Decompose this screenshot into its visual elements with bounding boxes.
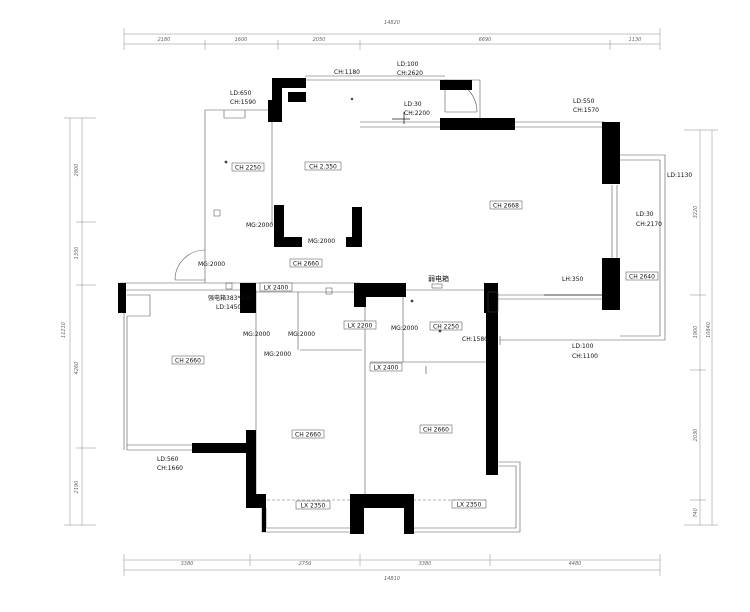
- ceiling-light-icon: [438, 329, 442, 333]
- label-lh350: LH:350: [562, 276, 584, 283]
- top-dim-3: 2050: [313, 37, 326, 43]
- tag-lx2400-a: LX 2400: [264, 285, 289, 292]
- bottom-dim-3: 3380: [419, 561, 432, 567]
- annotations: LD:100 CH:2620 CH:1180 LD:650 CH:1590 LD…: [157, 61, 692, 472]
- tag-lx2350-a: LX 2350: [301, 503, 326, 510]
- top-dim-4: 6690: [479, 37, 492, 43]
- right-dim-3: 2030: [693, 429, 699, 442]
- left-dim-3: 4260: [74, 362, 80, 375]
- bottom-dimension-chain: 3380 2750 3380 4480 14810: [123, 554, 661, 582]
- label-ld550: LD:550: [573, 98, 595, 105]
- label-mg-6: MG:2000: [264, 351, 291, 358]
- tag-ch2668: CH 2668: [493, 203, 519, 210]
- tag-ch2660-center-bedroom: CH 2660: [295, 432, 321, 439]
- label-mg-5: MG:2000: [288, 331, 315, 338]
- top-dim-1: 2180: [158, 37, 171, 43]
- ceiling-light-icon: [410, 299, 414, 303]
- fixture-symbols: [213, 97, 499, 374]
- column-icon: [487, 291, 499, 313]
- label-ld1450: LD:1450: [216, 304, 241, 311]
- right-dim-4: 740: [693, 508, 699, 518]
- label-ch1580: CH:1580: [462, 336, 488, 343]
- right-dimension-chain: 3220 1900 2030 740 10840: [684, 129, 718, 526]
- label-ch2620: CH:2620: [397, 70, 423, 77]
- ceiling-light-icon: [350, 97, 354, 101]
- label-ld1130: LD:1130: [667, 172, 692, 179]
- label-mg-1: MG:2000: [246, 222, 273, 229]
- tag-lx2400-b: LX 2400: [374, 365, 399, 372]
- bottom-dim-1: 3380: [181, 561, 194, 567]
- label-ld30-b: LD:30: [636, 211, 654, 218]
- label-ch1570: CH:1570: [573, 107, 599, 114]
- bottom-total-dim: 14810: [384, 576, 400, 582]
- tag-ch2350: CH 2.350: [309, 164, 337, 171]
- label-ch2200: CH:2200: [404, 110, 430, 117]
- tag-ch2250-b: CH 2250: [433, 324, 459, 331]
- weak-box-icon: [431, 283, 443, 289]
- top-dimension-chain: 14820 2180 1600 2050 6690 1130: [123, 20, 661, 50]
- label-ch1180: CH:1180: [334, 69, 360, 76]
- label-ch1100: CH:1100: [572, 353, 598, 360]
- left-total-dim: 11210: [61, 322, 67, 338]
- top-dim-2: 1600: [235, 37, 248, 43]
- label-ch1660: CH:1660: [157, 465, 183, 472]
- right-dim-1: 3220: [693, 206, 699, 219]
- right-dim-2: 1900: [693, 326, 699, 339]
- tag-ch2250-a: CH 2250: [235, 165, 261, 172]
- ceiling-tags: CH 2250 CH 2.350 CH 2668 CH 2660 CH 2640…: [171, 161, 659, 510]
- top-dim-5: 1130: [629, 37, 642, 43]
- label-ld30-a: LD:30: [404, 101, 422, 108]
- ceiling-light-icon: [224, 160, 228, 164]
- tag-ch2660-left-bedroom: CH 2660: [175, 358, 201, 365]
- label-mg-4: MG:2000: [243, 331, 270, 338]
- left-dim-1: 2800: [74, 164, 80, 177]
- wall-outlines: [120, 75, 666, 533]
- bottom-dim-4: 4480: [569, 561, 582, 567]
- socket-icon: [213, 209, 221, 217]
- label-ld100-top: LD:100: [397, 61, 419, 68]
- label-ch1590: CH:1590: [230, 99, 256, 106]
- tag-ch2660-right-bedroom: CH 2660: [423, 427, 449, 434]
- left-dimension-chain: 2800 1350 4260 2190 11210: [61, 117, 96, 526]
- label-ld560: LD:560: [157, 456, 179, 463]
- tag-ch2660-corridor: CH 2660: [293, 261, 319, 268]
- label-weak-current-box: 弱电箱: [428, 274, 449, 283]
- strong-box-icon: [225, 282, 233, 290]
- label-ld650: LD:650: [230, 90, 252, 97]
- tag-lx2200: LX 2200: [348, 323, 373, 330]
- right-total-dim: 10840: [706, 322, 712, 338]
- label-mg-3: MG:2000: [198, 261, 225, 268]
- label-mg-2: MG:2000: [308, 238, 335, 245]
- door-swings: [174, 79, 604, 296]
- socket-icon: [325, 287, 333, 295]
- bottom-dim-2: 2750: [299, 561, 312, 567]
- tag-lx2350-b: LX 2350: [457, 502, 482, 509]
- label-mg-7: MG:2000: [391, 325, 418, 332]
- solid-walls: [118, 78, 620, 534]
- label-ch2170: CH:2170: [636, 221, 662, 228]
- tag-ch2640: CH 2640: [629, 274, 655, 281]
- label-strong-current-box: 强电箱383*230: [208, 294, 252, 302]
- top-total-dim: 14820: [384, 20, 400, 26]
- label-ld100-right: LD:100: [572, 343, 594, 350]
- left-dim-4: 2190: [74, 481, 80, 494]
- left-dim-2: 1350: [74, 247, 80, 260]
